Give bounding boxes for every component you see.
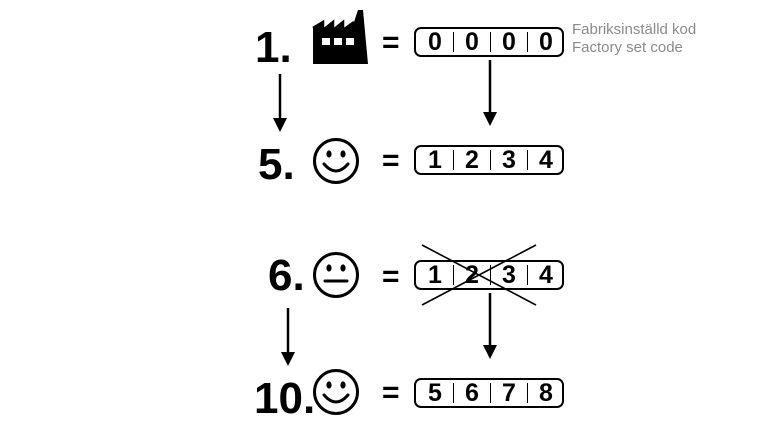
step-number-1: 1. [255,23,292,72]
code-digit: 0 [465,28,479,56]
equals-sign-1: = [382,26,400,59]
digit-separator [490,383,491,403]
digit-separator [453,150,454,170]
code-box-step-10: 5 6 7 8 [414,378,564,408]
code-digit: 4 [539,146,553,174]
arrow-down-icon [273,74,287,132]
code-box-step-5: 1 2 3 4 [414,145,564,175]
digit-separator [490,150,491,170]
digit-separator [490,265,491,285]
step-number-10: 10. [254,374,316,423]
code-digit: 1 [428,261,442,289]
digit-separator [527,150,528,170]
cross-out-mark [421,244,537,306]
smiley-happy-icon [313,138,359,184]
digit-separator [527,32,528,52]
smiley-neutral-icon [313,252,359,298]
code-digit: 2 [465,146,479,174]
arrow-down-icon [483,60,497,126]
code-digit: 8 [539,379,553,407]
note-english: Factory set code [572,39,683,56]
code-digit: 3 [502,261,516,289]
digit-separator [453,32,454,52]
code-digit: 0 [502,28,516,56]
digit-separator [490,32,491,52]
step-number-6: 6. [268,251,305,300]
equals-sign-2: = [382,144,400,177]
code-digit: 7 [502,379,516,407]
digit-separator [527,383,528,403]
code-digit: 1 [428,146,442,174]
digit-separator [453,265,454,285]
code-digit: 5 [428,379,442,407]
code-digit: 2 [465,261,479,289]
code-box-step-6-crossed: 1 2 3 4 [414,260,564,290]
code-digit: 4 [539,261,553,289]
step-number-5: 5. [258,140,295,189]
code-digit: 0 [428,28,442,56]
note-swedish: Fabriksinställd kod [572,21,697,38]
code-digit: 3 [502,146,516,174]
equals-sign-4: = [382,376,400,409]
digit-separator [527,265,528,285]
code-digit: 0 [539,28,553,56]
arrow-down-icon [483,293,497,359]
digit-separator [453,383,454,403]
arrow-down-icon [281,308,295,366]
code-box-factory: 0 0 0 0 [414,27,564,57]
code-digit: 6 [465,379,479,407]
smiley-happy-icon [313,369,359,415]
equals-sign-3: = [382,260,400,293]
factory-icon [312,10,368,64]
